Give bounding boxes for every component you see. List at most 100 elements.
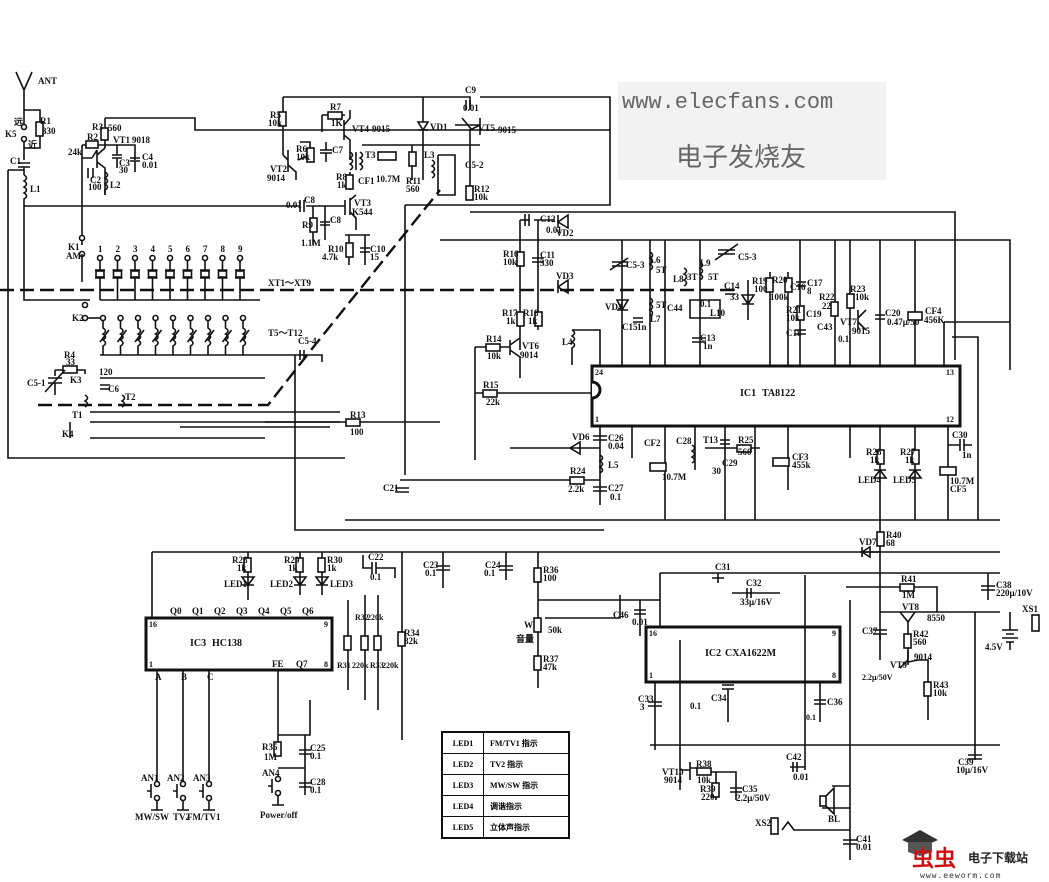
vt4-ref: VT4 — [352, 124, 370, 134]
coil-icon — [186, 321, 198, 355]
c46-ref: C41 — [856, 834, 872, 844]
led1-label: LED1 — [224, 579, 248, 589]
r16-value: 10k — [503, 257, 517, 267]
c40-value: 2.2μ/50V — [862, 673, 893, 682]
c13-ref: C11 — [540, 250, 556, 260]
crystal-icon — [235, 261, 245, 300]
r19-ref: R19 — [752, 276, 768, 286]
c5-3-ref: C5-3 — [626, 260, 645, 270]
r9-value: 1.1M — [301, 238, 321, 248]
coil-icon — [239, 321, 250, 355]
band-contact — [184, 254, 191, 262]
ic2-pin-9: 9 — [832, 629, 836, 638]
footer-logo-text: 虫虫 — [912, 846, 956, 872]
l8-label: L8 — [673, 274, 684, 284]
cf3-value: 455k — [792, 460, 811, 470]
r31-value: 220k — [352, 661, 369, 670]
c29-ref: C26 — [608, 433, 624, 443]
button-function: MW/SW — [135, 812, 169, 822]
ic1-part: TA8122 — [762, 388, 795, 399]
led2-label: LED2 — [270, 579, 294, 589]
r1-value: 330 — [42, 126, 56, 136]
button-ref: AN2 — [167, 773, 185, 783]
c42-ref: C39 — [958, 757, 974, 767]
band-number: 7 — [203, 244, 208, 254]
band-contact — [149, 254, 156, 262]
c39-ref: C36 — [827, 697, 843, 707]
crystal-icon — [217, 261, 228, 300]
l2-label: L2 — [110, 180, 121, 190]
c32-value: 30 — [712, 466, 722, 476]
inductor-l2 — [103, 171, 109, 195]
crystal-icon — [112, 261, 123, 300]
band-number: 2 — [116, 244, 121, 254]
c15-value: 0.01 — [546, 225, 562, 235]
crystal-icon — [200, 261, 210, 300]
c18-ref: C16 — [790, 282, 806, 292]
xs2-jack[interactable] — [770, 817, 779, 835]
r40-ref: R40 — [886, 530, 902, 540]
c27-ref: C25 — [310, 743, 326, 753]
watermark-url: www.elecfans.com — [622, 90, 833, 115]
band-contact — [96, 254, 104, 262]
ic2-name: IC2 — [705, 648, 721, 659]
r11-ref: R11 — [406, 176, 422, 186]
r39-ref: R39 — [700, 784, 716, 794]
ic3-pin-q1: Q1 — [192, 606, 204, 616]
c17-value: 33 — [730, 292, 740, 302]
c14-ref: C15 — [622, 322, 638, 332]
r7-ref: R7 — [330, 102, 341, 112]
coil-icon — [134, 321, 145, 355]
watermark-name: 电子发烧友 — [676, 143, 806, 173]
ic3-pin-q6: Q6 — [302, 606, 314, 616]
band-number: 6 — [186, 244, 191, 254]
r33-value: 220k — [382, 661, 399, 670]
xs1-jack[interactable] — [1031, 614, 1040, 632]
t3-label: T3 — [365, 150, 376, 160]
vt8-ref: VT8 — [902, 602, 920, 612]
c28-ref: C28 — [310, 777, 326, 787]
c26-ref: C24 — [485, 560, 501, 570]
volume-ref: W — [524, 620, 533, 630]
ic1-pin-24: 24 — [595, 368, 603, 377]
c12-value: 0.01 — [463, 103, 479, 113]
r39-value: 220 — [701, 792, 715, 802]
k1-mode: AM — [66, 251, 81, 261]
k1-label: K1 — [68, 242, 80, 252]
l7-turns: 5T — [656, 300, 667, 310]
coil-bank — [99, 314, 250, 355]
l4-label: L4 — [562, 337, 573, 347]
inductor-l1 — [22, 174, 28, 206]
c8-ref: C7 — [332, 145, 343, 155]
led4-label: LED4 — [858, 475, 882, 485]
r26-ref: R26 — [866, 447, 882, 457]
l5-label: L5 — [608, 460, 619, 470]
c45-value: 0.01 — [793, 772, 809, 782]
antenna-icon — [15, 71, 33, 110]
band-number: 1 — [98, 244, 103, 254]
volume-pot[interactable] — [533, 617, 542, 633]
c41-value: 220μ/10V — [996, 588, 1033, 598]
vt10-ref: VT10 — [662, 767, 684, 777]
k2-label: K2 — [72, 313, 84, 323]
r31-ref: R31 — [337, 661, 351, 670]
legend-desc: TV2 指示 — [483, 753, 570, 775]
crystal-icon — [165, 261, 175, 300]
r42-value: 560 — [913, 637, 927, 647]
c19-ref: C17 — [807, 278, 823, 288]
vt8-part: 8550 — [927, 613, 946, 623]
cf2-label: CF2 — [644, 438, 661, 448]
vd3-label: VD3 — [556, 271, 574, 281]
c44-value: 0.1 — [700, 299, 712, 309]
r29-ref: R29 — [284, 555, 300, 565]
battery-label: 4.5V — [985, 642, 1003, 652]
